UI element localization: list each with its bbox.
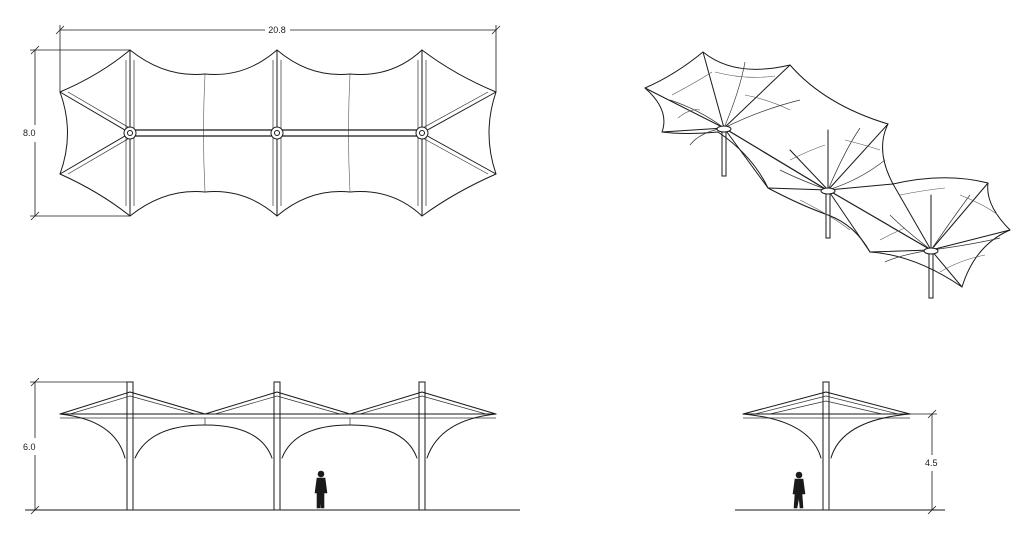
front-height-dimension: 6.0 [23, 377, 133, 515]
front-membrane [59, 413, 497, 459]
isometric-view [644, 51, 1011, 299]
front-scale-person [314, 470, 328, 509]
iso-ribs-unit-3 [869, 182, 1011, 288]
iso-post-heads [716, 125, 939, 255]
plan-length-dimension: 20.8 [55, 25, 501, 92]
front-roof-arms [59, 391, 497, 419]
iso-ribs-unit-1 [644, 51, 828, 191]
plan-seams [203, 73, 351, 193]
plan-struts [67, 60, 489, 206]
plan-width-dimension: 8.0 [23, 45, 130, 221]
side-scale-person [792, 471, 806, 509]
plan-ridges [59, 49, 497, 217]
side-height-label: 4.5 [925, 458, 938, 468]
side-elevation: 4.5 [735, 381, 945, 515]
side-height-dimension: 4.5 [910, 409, 938, 515]
front-posts [126, 381, 426, 511]
iso-ribs-unit-2 [767, 123, 932, 253]
side-membrane [742, 413, 911, 459]
plan-length-label: 20.8 [268, 25, 286, 35]
front-elevation: 6.0 [23, 377, 520, 515]
plan-width-label: 8.0 [23, 128, 36, 138]
side-post [822, 381, 830, 511]
plan-view: 20.8 8.0 [23, 25, 501, 221]
front-height-label: 6.0 [23, 442, 36, 452]
plan-post-heads [123, 126, 429, 140]
